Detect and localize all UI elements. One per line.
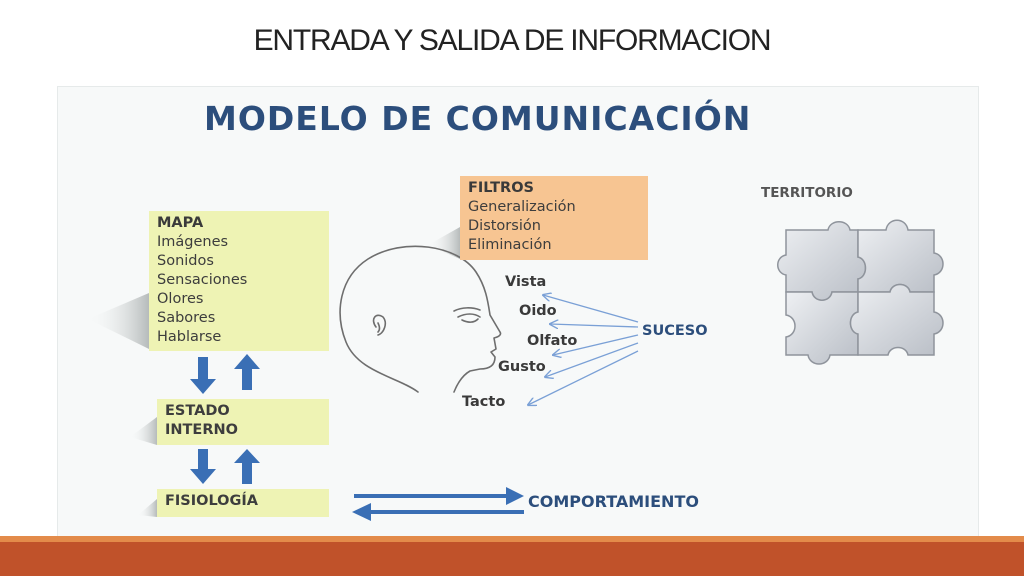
double-arrow-icon [352, 487, 524, 521]
bottom-accent-bar [0, 536, 1024, 576]
mapa-item: Hablarse [157, 329, 222, 345]
territorio-label: TERRITORIO [761, 185, 853, 201]
fisio-shadow [138, 499, 157, 517]
mapa-item: Sabores [157, 310, 216, 326]
filtros-item: Distorsión [468, 218, 541, 234]
estado-box: ESTADO INTERNO [157, 399, 329, 445]
diagram-heading: MODELO DE COMUNICACIÓN [204, 99, 752, 138]
filtros-title: FILTROS [468, 180, 534, 196]
filtros-box: FILTROS Generalización Distorsión Elimin… [460, 176, 648, 260]
filtros-shadow [428, 227, 460, 259]
sense-label-olfato: Olfato [527, 333, 578, 349]
arrow-down-icon [190, 449, 216, 484]
arrow-down-icon [190, 357, 216, 394]
mapa-item: Imágenes [157, 234, 229, 250]
slide-title: ENTRADA Y SALIDA DE INFORMACION [253, 24, 772, 57]
diagram-panel: MODELO DE COMUNICACIÓN [57, 86, 979, 562]
filtros-item: Eliminación [468, 237, 552, 253]
mapa-box: MAPA Imágenes Sonidos Sensaciones Olores… [149, 211, 329, 351]
mapa-item: Sonidos [157, 253, 214, 269]
sense-label-gusto: Gusto [498, 359, 546, 375]
sense-arrows [528, 295, 639, 405]
mapa-item: Olores [157, 291, 204, 307]
mapa-shadow [88, 293, 149, 349]
diagram-graphics [88, 219, 944, 521]
sense-label-tacto: Tacto [462, 394, 506, 410]
head-profile-icon [339, 245, 502, 393]
sense-label-oido: Oido [519, 303, 557, 319]
mapa-title: MAPA [157, 215, 204, 231]
arrow-up-icon [234, 354, 260, 390]
bottom-accent-stripe [0, 536, 1024, 542]
estado-line: ESTADO [165, 403, 230, 419]
estado-line: INTERNO [165, 422, 238, 438]
filtros-item: Generalización [468, 199, 576, 215]
fisiologia-box: FISIOLOGÍA [157, 489, 329, 517]
estado-shadow [130, 417, 157, 445]
puzzle-icon [777, 219, 944, 365]
sense-label-vista: Vista [505, 274, 547, 290]
suceso-label: SUCESO [642, 323, 708, 339]
comportamiento-label: COMPORTAMIENTO [528, 492, 699, 511]
mapa-item: Sensaciones [157, 272, 248, 288]
arrow-up-icon [234, 449, 260, 484]
